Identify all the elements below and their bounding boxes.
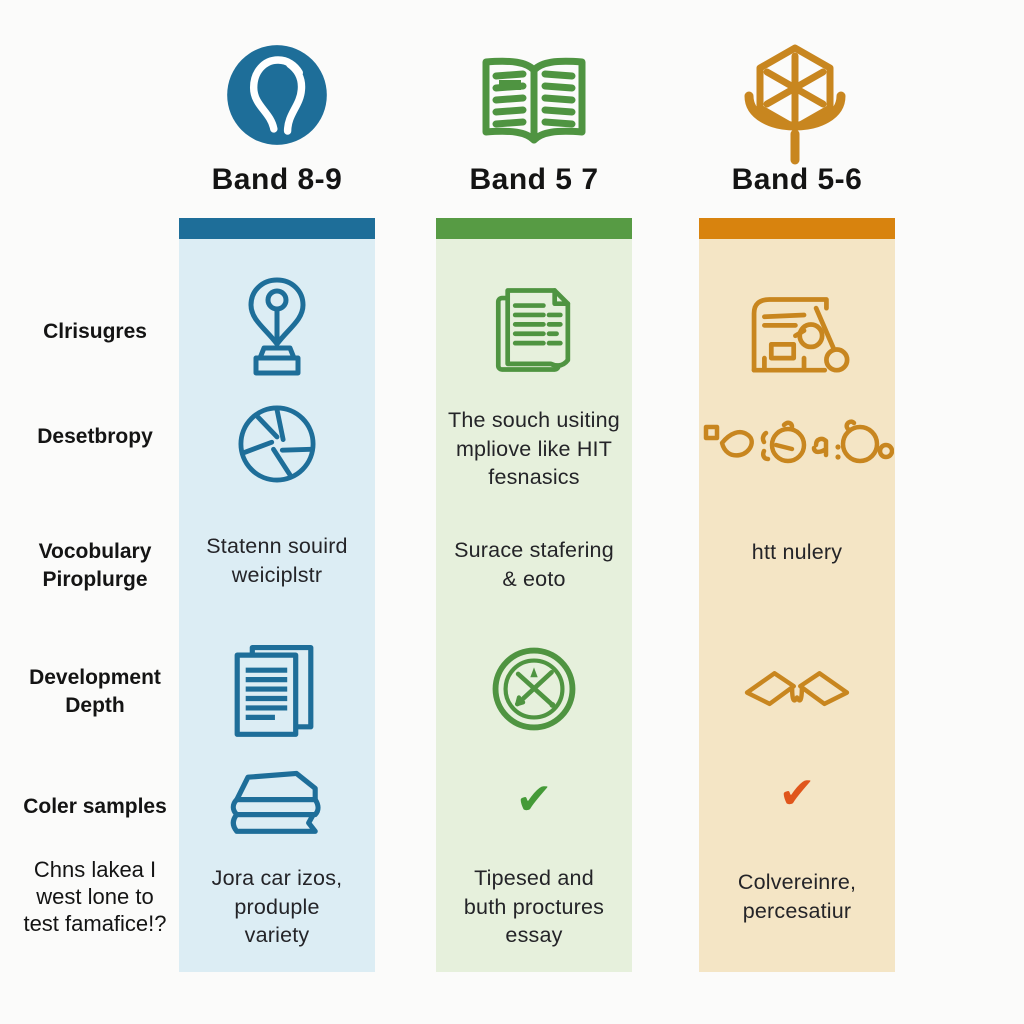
column-bar-band-5-6 [699, 218, 895, 239]
document-lines-icon [487, 283, 581, 377]
column-header-band-5-7: Band 5 7 [469, 163, 599, 196]
machine-printer-icon [742, 290, 854, 378]
lightbulb-circle-icon [224, 42, 330, 148]
column-body-band-5-6 [699, 239, 895, 972]
cell-band57-description: The souch usiting mpliove like HIT fesna… [448, 408, 620, 489]
ornament-glyphs-icon [700, 415, 894, 467]
target-tools-icon [488, 643, 580, 735]
row-label-3: Vocobulary Piroplurge [38, 540, 152, 591]
pages-stack-icon [222, 640, 326, 740]
cell-band57-vocabulary: Surace stafering & eoto [454, 538, 614, 591]
open-book-icon [473, 52, 595, 152]
row-label-1: Clrisugres [43, 320, 147, 343]
award-pin-icon [227, 276, 327, 378]
cell-band57-summary: Tipesed and buth proctures essay [463, 866, 605, 947]
column-header-band-5-6: Band 5-6 [731, 163, 863, 196]
cell-band89-vocabulary: Statenn souird weiciplstr [206, 534, 348, 587]
hex-wheel-stand-icon [735, 38, 855, 166]
row-label-4: Development Depth [29, 666, 161, 717]
column-bar-band-8-9 [179, 218, 375, 239]
column-bar-band-5-7 [436, 218, 632, 239]
cell-band89-summary: Jora car izos, produple variety [211, 866, 343, 947]
column-body-band-8-9 [179, 239, 375, 972]
cell-band56-summary: Colvereinre, percesatiur [737, 870, 857, 923]
books-stack-icon [220, 766, 332, 850]
shutter-icon [233, 400, 321, 488]
bowtie-book-icon [740, 662, 854, 720]
check-icon-band57: ✔ [515, 775, 553, 824]
row-label-6-question: Chns lakea I west lone to test famafice!… [23, 857, 167, 936]
check-icon-band56: ✔ [778, 769, 816, 818]
row-label-5: Coler samples [23, 795, 167, 818]
cell-band56-vocabulary: htt nulery [751, 540, 843, 564]
row-label-2: Desetbropy [37, 425, 153, 448]
column-header-band-8-9: Band 8-9 [211, 163, 343, 196]
